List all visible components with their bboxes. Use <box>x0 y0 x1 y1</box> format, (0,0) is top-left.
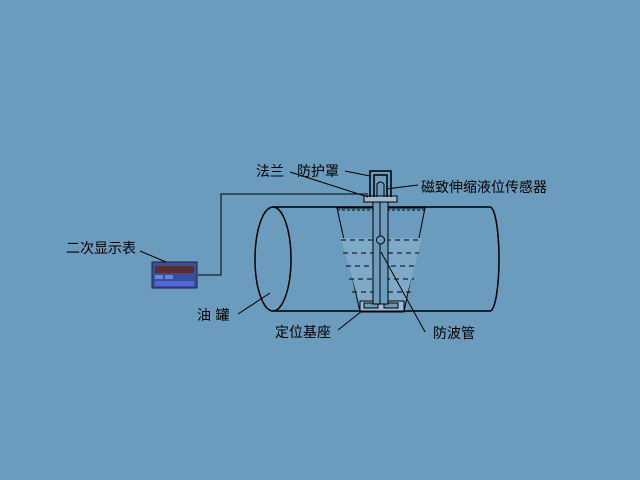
oil-tank <box>254 206 500 312</box>
protective-cover <box>369 170 392 197</box>
label-wave-guard-tube: 防波管 <box>433 326 475 342</box>
signal-cable <box>198 193 368 276</box>
leader-lines <box>139 170 426 333</box>
label-protective-cover: 防护罩 <box>297 164 339 180</box>
flange <box>363 195 398 203</box>
label-flange: 法兰 <box>256 164 284 180</box>
label-secondary-display: 二次显示表 <box>66 241 136 257</box>
secondary-display <box>151 261 198 289</box>
wave-guard-tube <box>372 199 389 305</box>
label-magnetostrictive-sensor: 磁致伸缩液位传感器 <box>421 180 547 196</box>
label-positioning-base: 定位基座 <box>275 325 331 341</box>
label-oil-tank: 油 罐 <box>197 308 230 324</box>
